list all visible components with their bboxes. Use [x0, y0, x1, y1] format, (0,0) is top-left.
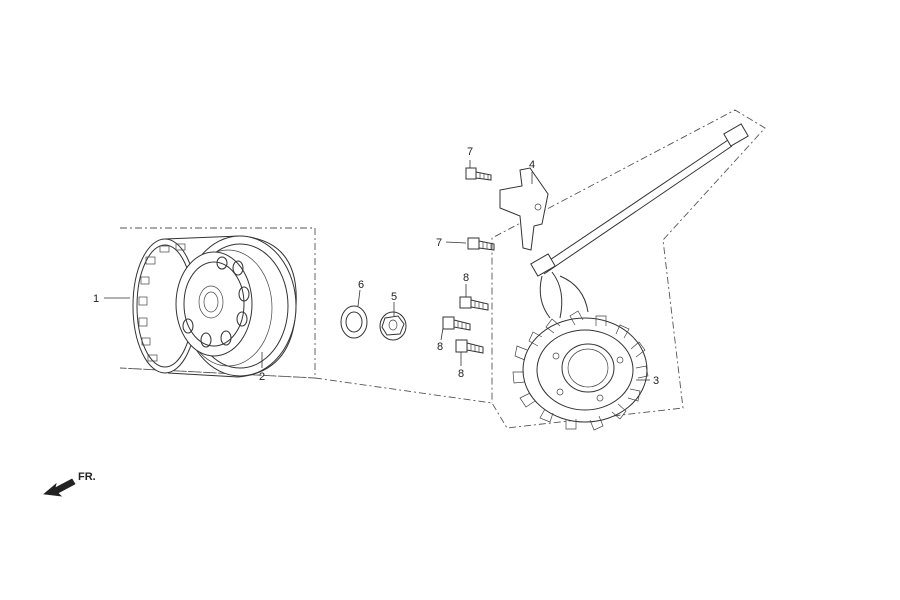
callout-7-upper: 7 [467, 146, 473, 158]
bolt-upper [465, 167, 492, 181]
callout-4: 4 [529, 159, 535, 171]
stator-assembly [512, 123, 749, 431]
callout-5: 5 [391, 291, 397, 303]
callout-6: 6 [358, 279, 364, 291]
callout-8-lower: 8 [458, 368, 464, 380]
screw-a [459, 296, 489, 311]
screw-b [442, 316, 471, 331]
front-direction-indicator: FR. [43, 471, 96, 497]
washer [340, 305, 368, 339]
callout-7-middle: 7 [436, 237, 442, 249]
callout-3: 3 [653, 375, 659, 387]
callout-8-left: 8 [437, 341, 443, 353]
rotor-inner-face [175, 251, 253, 357]
flange-nut [379, 311, 407, 341]
callout-8-upper: 8 [463, 272, 469, 284]
front-label: FR. [78, 471, 96, 483]
bolt-middle [467, 237, 495, 251]
callout-1: 1 [93, 293, 99, 305]
cable-bracket [499, 167, 549, 251]
screw-c [455, 339, 484, 354]
arrow-front-icon [43, 478, 76, 497]
leader-lines [104, 160, 650, 381]
callout-2: 2 [259, 371, 265, 383]
